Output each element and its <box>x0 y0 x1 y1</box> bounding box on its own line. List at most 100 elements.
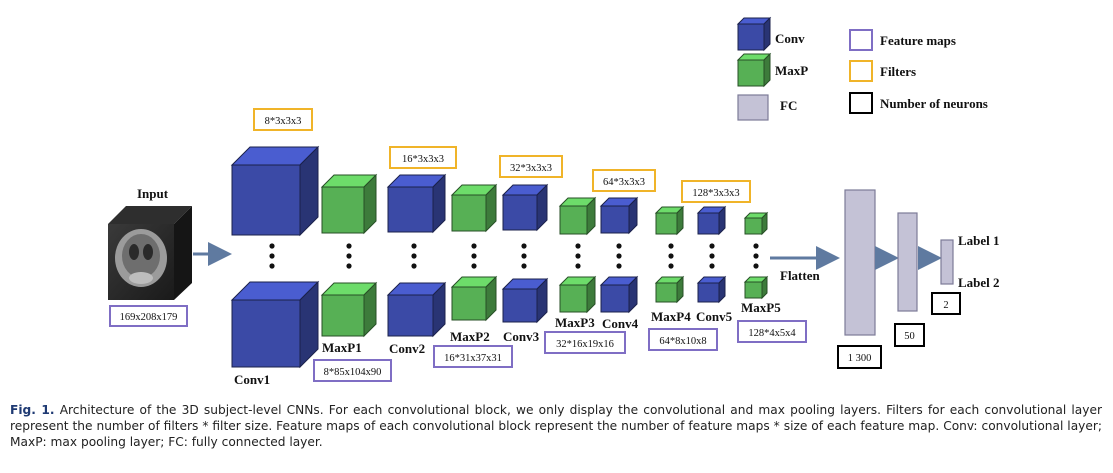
input-size-text: 169x208x179 <box>120 312 178 323</box>
fc-output-layer <box>940 239 954 285</box>
filter-box-2 <box>389 146 457 169</box>
ellipsis-dot <box>575 253 581 259</box>
ellipsis-dot <box>753 253 759 259</box>
legend-feature-maps-swatch <box>849 29 873 51</box>
legend-conv-label: Conv <box>775 31 805 46</box>
cube-front-face <box>502 194 538 231</box>
conv4-top-cube <box>599 196 639 235</box>
neurons-text-1: 1 300 <box>848 353 872 364</box>
filter-box-5 <box>681 180 751 203</box>
input-volume-side <box>174 206 192 300</box>
cube-front-face <box>559 205 588 235</box>
cube-front-face <box>502 288 538 323</box>
ellipsis-dot <box>411 243 417 249</box>
feature-map-text-1: 8*85x104x90 <box>324 367 382 378</box>
ellipsis-dot <box>575 243 581 249</box>
cube-front-face <box>451 194 487 232</box>
cube-front-face <box>655 212 678 235</box>
conv3-top-cube <box>501 183 549 232</box>
maxp2-bottom-cube <box>450 275 498 322</box>
ellipsis-dot <box>753 243 759 249</box>
ellipsis-dot <box>753 263 759 269</box>
conv5-label: Conv5 <box>696 309 733 324</box>
cube-front-face <box>321 294 365 337</box>
conv1-top-cube <box>230 145 320 237</box>
ellipsis-dot <box>346 253 352 259</box>
feature-map-text-2: 16*31x37x31 <box>444 353 502 364</box>
brain-ventricle-left <box>129 244 139 260</box>
neurons-box-1 <box>837 345 882 369</box>
ellipsis-dot <box>471 263 477 269</box>
ellipsis-dot <box>668 263 674 269</box>
figure-caption: Fig. 1. Architecture of the 3D subject-l… <box>10 402 1102 450</box>
ellipsis-dot <box>616 263 622 269</box>
ellipsis-dot <box>346 243 352 249</box>
cube-front-face <box>559 284 588 313</box>
conv3-label: Conv3 <box>503 329 540 344</box>
cube-front-face <box>600 284 630 313</box>
legend-conv-cube <box>736 16 772 52</box>
ellipsis-dot <box>668 243 674 249</box>
filter-text-1: 8*3x3x3 <box>265 116 302 127</box>
flatten-label: Flatten <box>780 268 820 283</box>
maxp3-bottom-cube <box>558 275 597 314</box>
filter-text-3: 32*3x3x3 <box>510 163 552 174</box>
conv1-bottom-cube <box>230 280 320 369</box>
brain-inner <box>122 234 160 278</box>
ellipsis-dot <box>471 243 477 249</box>
ellipsis-dot <box>269 243 275 249</box>
output-label-1: Label 1 <box>958 233 1000 248</box>
cube-front-face <box>387 186 434 233</box>
feature-map-text-3: 32*16x19x16 <box>556 339 614 350</box>
ellipsis-dot <box>521 253 527 259</box>
legend-fc-label: FC <box>780 98 797 113</box>
input-size-box <box>109 305 188 327</box>
fc-layer-1 <box>844 189 876 336</box>
conv3-bottom-cube <box>501 277 549 324</box>
ellipsis-dots <box>269 243 759 269</box>
maxp4-top-cube <box>654 205 685 236</box>
conv4-bottom-cube <box>599 275 639 314</box>
cube-front-face <box>387 294 434 337</box>
maxp1-top-cube <box>320 173 378 235</box>
legend: Conv MaxP FC Feature maps Filters Number… <box>736 16 988 121</box>
cube-front-face <box>737 59 765 87</box>
feature-map-text-4: 64*8x10x8 <box>659 336 706 347</box>
brain-stem <box>129 272 153 284</box>
cube-front-face <box>744 281 763 299</box>
maxp2-label: MaxP2 <box>450 329 490 344</box>
ellipsis-dot <box>269 253 275 259</box>
maxp4-label: MaxP4 <box>651 309 691 324</box>
maxp3-label: MaxP3 <box>555 315 595 330</box>
maxp5-label: MaxP5 <box>741 300 781 315</box>
feature-map-box-2 <box>433 345 513 368</box>
legend-feature-maps-label: Feature maps <box>880 33 956 48</box>
conv2-label: Conv2 <box>389 341 425 356</box>
cube-front-face <box>321 186 365 234</box>
maxp1-bottom-cube <box>320 281 378 338</box>
ellipsis-dot <box>668 253 674 259</box>
filter-box-4 <box>592 169 656 192</box>
filter-box-3 <box>499 155 563 178</box>
maxp2-top-cube <box>450 183 498 233</box>
conv2-top-cube <box>386 173 447 234</box>
cube-front-face <box>231 299 301 368</box>
legend-maxp-label: MaxP <box>775 63 808 78</box>
ellipsis-dot <box>709 263 715 269</box>
neurons-box-3 <box>931 292 961 315</box>
cube-front-face <box>231 164 301 236</box>
ellipsis-dot <box>575 263 581 269</box>
caption-fig-label: Fig. 1. <box>10 403 55 417</box>
maxp3-top-cube <box>558 196 597 236</box>
ellipsis-dot <box>521 263 527 269</box>
maxp4-bottom-cube <box>654 275 685 304</box>
ellipsis-dot <box>616 253 622 259</box>
maxp5-top-cube <box>743 211 769 236</box>
filter-text-4: 64*3x3x3 <box>603 177 645 188</box>
conv1-label: Conv1 <box>234 372 270 387</box>
cube-front-face <box>737 23 765 51</box>
neurons-text-3: 2 <box>943 300 948 311</box>
input-volume-top <box>108 206 192 224</box>
feature-map-box-3 <box>544 331 626 354</box>
